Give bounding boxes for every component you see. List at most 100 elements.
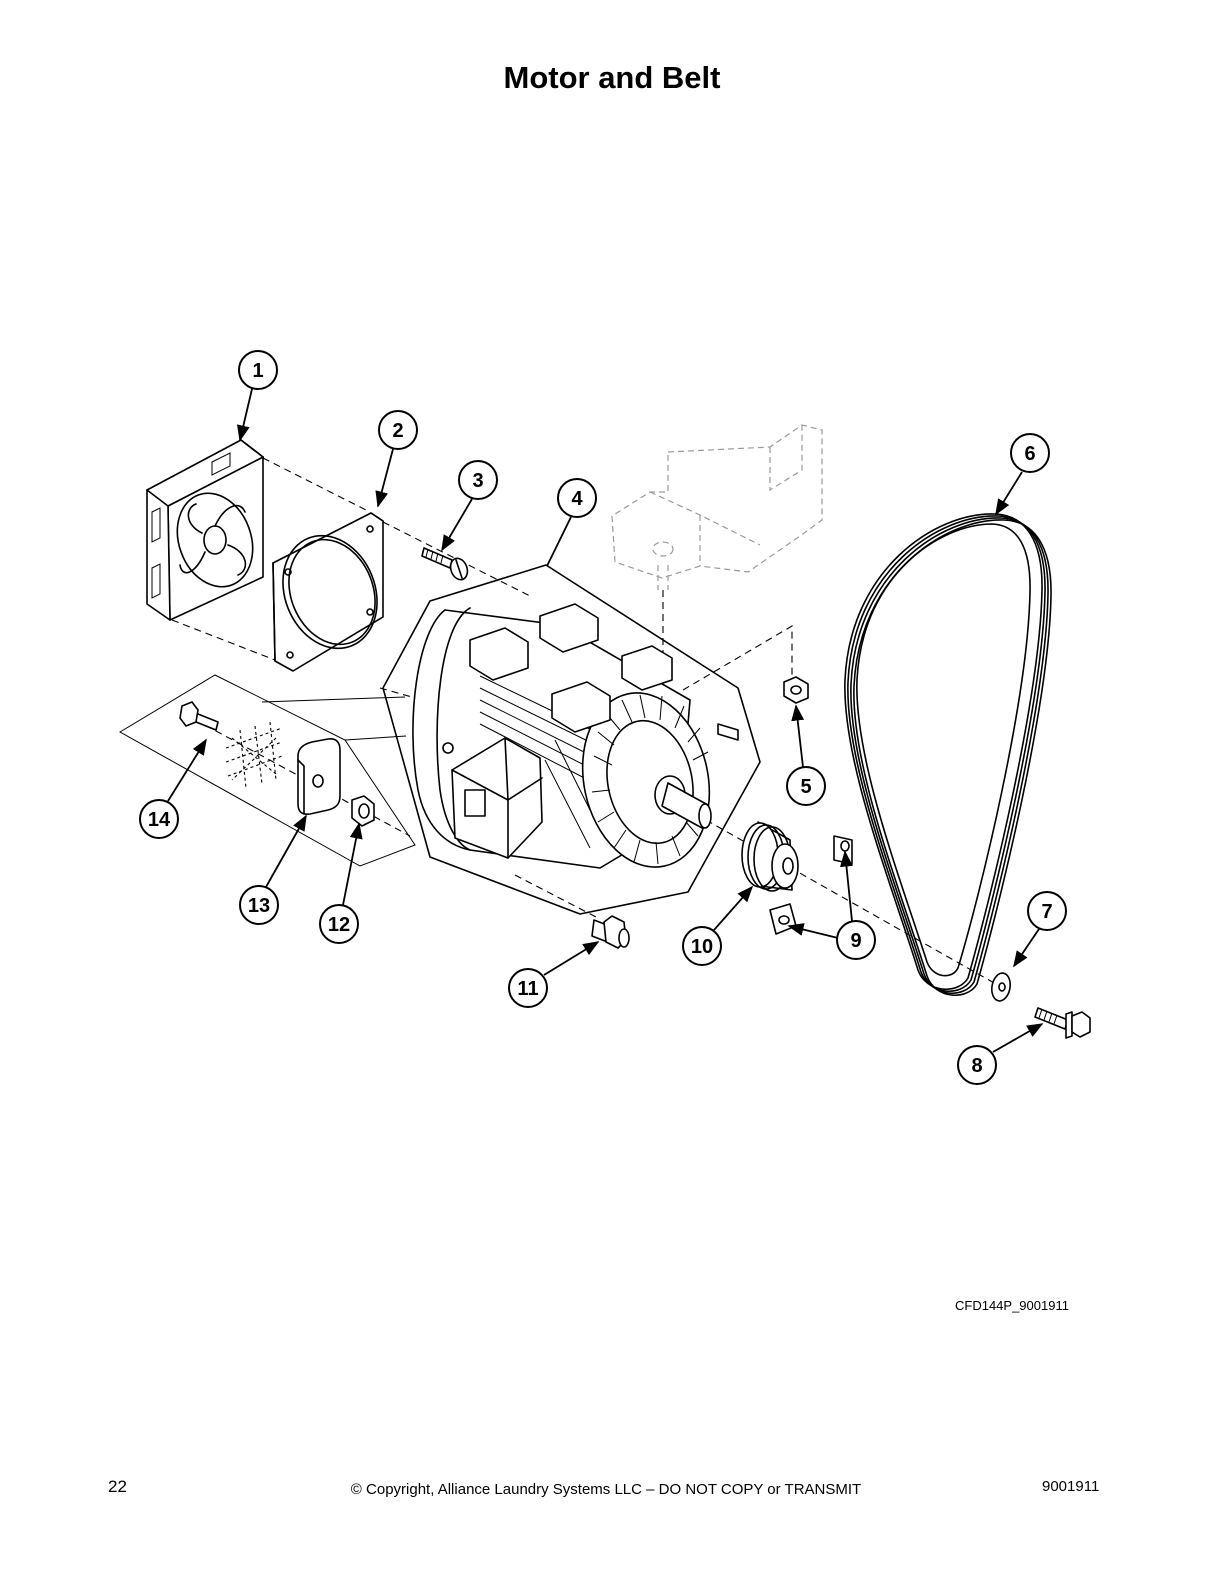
fan-frame-edges	[146, 439, 264, 507]
lock-nut-part	[351, 795, 375, 827]
centerline-fan-gasket	[262, 457, 371, 513]
leader-13	[265, 814, 307, 888]
leader-6	[995, 471, 1023, 516]
screw-part	[421, 547, 469, 581]
inset-panel	[119, 674, 416, 867]
inset-projection-lower	[344, 735, 407, 741]
clip-lower	[769, 903, 797, 935]
page-title: Motor and Belt	[503, 60, 721, 95]
callout-7: 7	[1027, 891, 1067, 931]
belt-rib-1	[847, 515, 1046, 993]
callout-1-circle	[238, 350, 278, 390]
fan-blades	[179, 503, 247, 576]
callout-13-circle	[239, 885, 279, 925]
callout-9-circle	[836, 920, 876, 960]
gasket-part	[272, 512, 384, 672]
leader-1	[237, 388, 253, 442]
callout-8-label: 8	[971, 1055, 982, 1077]
motor-part	[382, 564, 761, 915]
callout-14: 14	[139, 799, 179, 839]
callout-6: 6	[1010, 433, 1050, 473]
motor-terminal-block-1	[469, 627, 529, 681]
callout-3-circle	[458, 460, 498, 500]
leader-3	[441, 498, 473, 552]
callout-2-label: 2	[392, 420, 403, 442]
leader-9a	[787, 923, 839, 939]
motor-terminal-box-edge	[451, 737, 543, 859]
callout-9-label: 9	[850, 930, 861, 952]
belt-inner	[856, 523, 1031, 977]
leader-11	[543, 941, 600, 976]
leader-7	[1013, 928, 1040, 968]
stud-pattern	[225, 721, 283, 789]
washer-part	[991, 972, 1011, 1002]
centerline-shaft-belt	[705, 819, 1004, 989]
callout-4-circle	[557, 478, 597, 518]
callout-3: 3	[458, 460, 498, 500]
callout-8-circle	[957, 1045, 997, 1085]
callout-4: 4	[557, 478, 597, 518]
hex-nut-part	[783, 676, 809, 704]
callout-5-circle	[786, 766, 826, 806]
leader-8	[992, 1023, 1044, 1053]
leader-10	[713, 885, 754, 931]
callout-12: 12	[319, 904, 359, 944]
leader-12	[342, 822, 363, 906]
bracket-fold	[649, 425, 803, 566]
motor-pulley-part	[741, 821, 799, 892]
rubber-pad-hole	[312, 774, 324, 788]
callout-6-circle	[1010, 433, 1050, 473]
bracket-boss	[652, 541, 674, 557]
mount-hardware-inset	[119, 674, 416, 867]
gasket-edge	[272, 512, 384, 662]
bolt-hex-head	[1071, 1011, 1091, 1038]
motor-shaft	[661, 782, 709, 829]
hex-nut-body	[783, 676, 809, 704]
centerline-nut	[682, 625, 793, 691]
gasket-hole-bl	[286, 651, 294, 659]
drive-belt-part	[844, 513, 1052, 997]
mount-bolt-part	[179, 701, 219, 731]
callout-1-label: 1	[252, 360, 263, 382]
motor-ground-screw	[442, 742, 454, 754]
centerline-gasket-screw	[382, 521, 531, 597]
shaft-key	[717, 723, 739, 741]
centerline-drain-bolt	[514, 874, 599, 919]
callout-8: 8	[957, 1045, 997, 1085]
mounting-bracket-ghost	[611, 424, 823, 590]
callout-14-circle	[139, 799, 179, 839]
callout-13-label: 13	[248, 895, 270, 917]
document-number: 9001911	[1042, 1478, 1100, 1495]
callout-13: 13	[239, 885, 279, 925]
pulley-bore	[782, 857, 794, 875]
callout-10: 10	[682, 926, 722, 966]
motor-fins	[479, 675, 605, 849]
screw-slot	[455, 559, 463, 579]
centerline-fan-bottom	[171, 619, 276, 661]
motor-nameplate	[464, 789, 486, 817]
callout-3-label: 3	[472, 470, 483, 492]
callout-12-label: 12	[328, 914, 350, 936]
copyright-notice: © Copyright, Alliance Laundry Systems LL…	[350, 1481, 862, 1498]
callout-10-label: 10	[691, 936, 713, 958]
rubber-pad-part	[297, 738, 341, 815]
motor-flange-inner	[606, 719, 694, 845]
callout-9: 9	[836, 920, 876, 960]
connector-fitting-part	[591, 915, 630, 949]
callout-5-label: 5	[800, 776, 811, 798]
bolt-flange	[1065, 1011, 1073, 1039]
callout-12-circle	[319, 904, 359, 944]
stud-lattice	[225, 721, 283, 789]
callout-11-label: 11	[517, 978, 538, 1000]
pulley-hub	[771, 843, 799, 889]
inset-projection-upper	[261, 696, 406, 703]
callout-2-circle	[378, 410, 418, 450]
gasket-opening-inner	[288, 538, 376, 646]
motor-front-flange	[581, 692, 711, 868]
shaft-key-body	[717, 723, 739, 741]
bracket-stud	[657, 565, 669, 590]
clip-lower-screw	[778, 915, 790, 925]
callout-7-label: 7	[1041, 901, 1052, 923]
motor-callout-outline	[382, 564, 761, 915]
